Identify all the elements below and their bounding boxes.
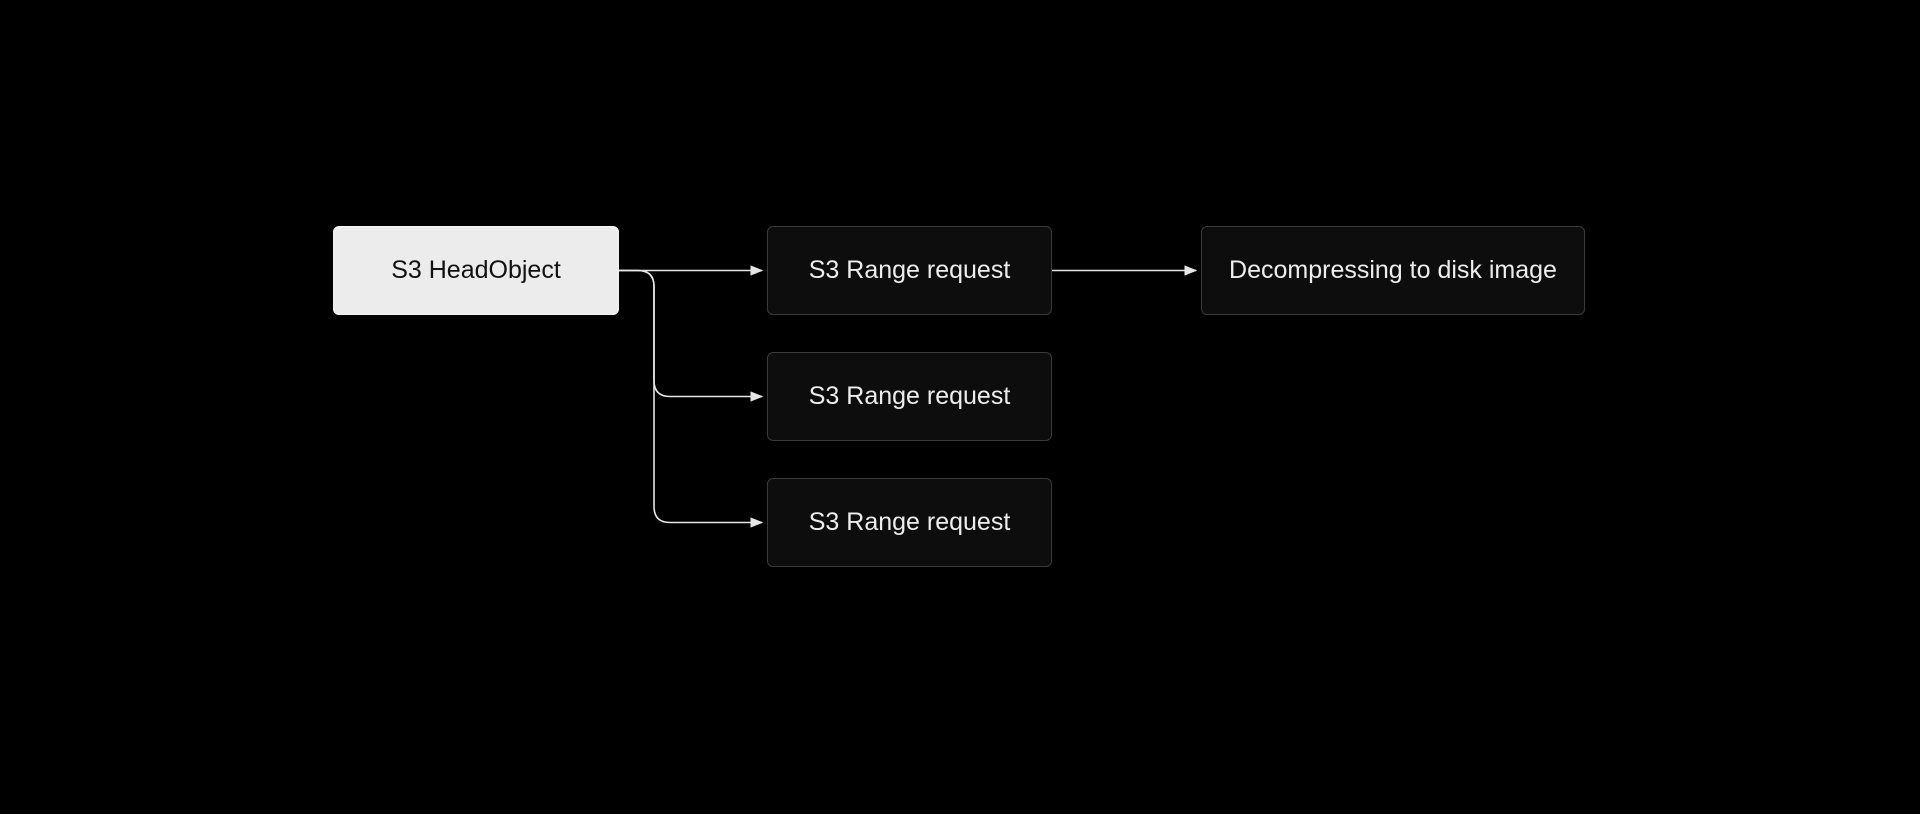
node-s3-headobject: S3 HeadObject bbox=[333, 226, 619, 315]
edge-head-to-range2 bbox=[619, 269, 764, 402]
node-s3-range-request-2: S3 Range request bbox=[767, 352, 1052, 441]
node-s3-range-request-3: S3 Range request bbox=[767, 478, 1052, 567]
node-s3-range-request-1: S3 Range request bbox=[767, 226, 1052, 315]
node-label: S3 HeadObject bbox=[391, 256, 561, 284]
edge-head-to-range3 bbox=[619, 269, 764, 528]
node-label: S3 Range request bbox=[808, 508, 1011, 536]
node-label: S3 Range request bbox=[808, 382, 1011, 410]
node-decompressing-to-disk-image: Decompressing to disk image bbox=[1201, 226, 1585, 315]
node-label: Decompressing to disk image bbox=[1229, 256, 1557, 284]
node-label: S3 Range request bbox=[808, 256, 1011, 284]
